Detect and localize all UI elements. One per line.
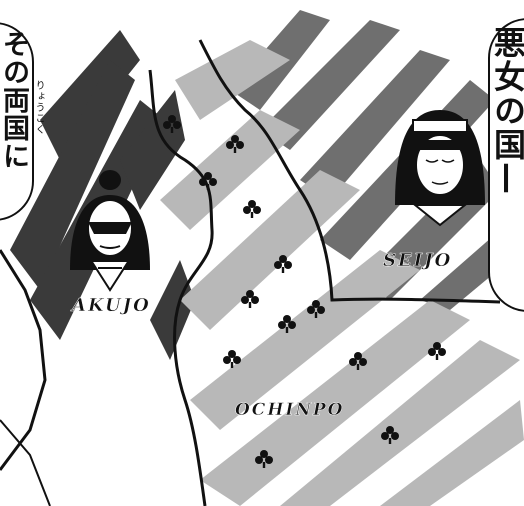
tree-icon [428, 342, 446, 360]
tree-icon [307, 300, 325, 318]
left-speech-bubble [0, 22, 34, 221]
tree-icon [241, 290, 259, 308]
tree-icon [199, 172, 217, 190]
border-line-left [148, 69, 214, 506]
left-arm-outline [0, 249, 47, 471]
tree-icon [226, 135, 244, 153]
label-akujo: AKUJO [72, 295, 151, 317]
forest [163, 115, 446, 468]
tree-icon [163, 115, 181, 133]
tree-icon [381, 426, 399, 444]
right-caption-text: 悪女の国— [489, 26, 524, 196]
tree-icon [349, 352, 367, 370]
right-caption-bubble [488, 18, 524, 312]
label-seijo: SEIJO [383, 250, 453, 272]
ochinpo-region-shading [160, 40, 524, 506]
tree-icon [278, 315, 296, 333]
akujo-figure [70, 170, 150, 292]
left-bubble-text: その両国に [0, 30, 29, 170]
border-line-right [198, 39, 501, 304]
tree-icon [243, 200, 261, 218]
tree-icon [274, 255, 292, 273]
tree-icon [223, 350, 241, 368]
label-ochinpo: OCHINPO [235, 400, 345, 421]
tree-icon [255, 450, 273, 468]
seijo-figure [395, 110, 485, 227]
left-bubble-ruby: りょうこく [33, 80, 44, 135]
